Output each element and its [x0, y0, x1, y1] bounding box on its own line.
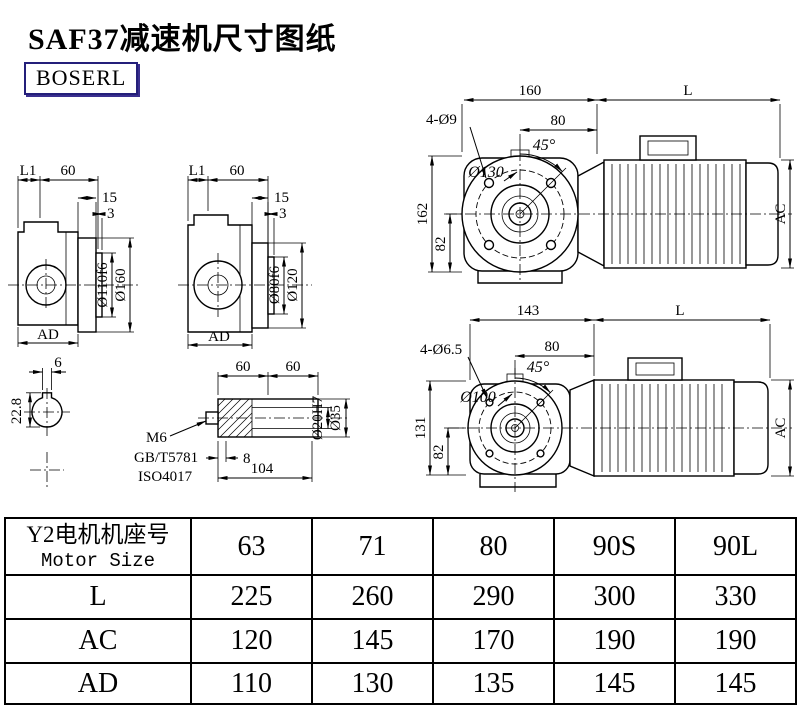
dim-boredia-label: Ø20H7: [310, 395, 326, 440]
table-header-row: Y2电机机座号 Motor Size 63 71 80 90S 90L: [4, 517, 797, 576]
dim-15-label: 15: [274, 190, 289, 206]
cell-L-80: 290: [432, 574, 555, 620]
dim-45deg-label: 45°: [533, 137, 556, 154]
dim-60-label: 60: [230, 163, 245, 179]
dim-15-label: 15: [102, 190, 117, 206]
fan-cowl: [733, 381, 769, 475]
cell-AD-71: 130: [311, 662, 434, 705]
dim-holes-label: 4-Ø9: [426, 112, 457, 128]
cell-AD-90L: 145: [674, 662, 797, 705]
cell-AD-90S: 145: [553, 662, 676, 705]
table-row: L 225 260 290 300 330: [4, 574, 797, 620]
flange-front-view-large: 160 L 4-Ø9 80 45° Ø130 162 82 AC: [415, 83, 794, 284]
dim-82-label: 82: [433, 237, 449, 252]
thread-callout: M6: [146, 430, 167, 446]
dim-L1-label: L1: [189, 163, 206, 179]
table-row: AD 110 130 135 145 145: [4, 662, 797, 705]
cell-AD-80: 135: [432, 662, 555, 705]
shaft-detail-view: 60 60 M6 GB/T5781 ISO4017 8 104 Ø20H7 Ø3…: [134, 359, 350, 485]
dim-143-label: 143: [517, 303, 540, 319]
dim-AC-label: AC: [773, 418, 789, 439]
cell-AC-63: 120: [190, 618, 313, 664]
dimension-table: Y2电机机座号 Motor Size 63 71 80 90S 90L L 22…: [4, 517, 797, 705]
dim-flangeod-label: Ø160: [113, 268, 129, 301]
side-view-large: L1 60 15 3 Ø110f6 Ø160 AD: [8, 163, 140, 347]
dim-160-label: 160: [519, 83, 542, 99]
dim-3-label: 3: [279, 206, 287, 222]
dim-60b-label: 60: [286, 359, 301, 375]
dim-60a-label: 60: [236, 359, 251, 375]
side-view-small: L1 60 15 3 Ø80f6 Ø120 AD: [178, 163, 312, 349]
size-63: 63: [190, 517, 313, 576]
brand-logo-text: BOSERL: [36, 65, 127, 90]
dim-80-label: 80: [545, 339, 560, 355]
dim-boltcircle-label: Ø100: [459, 389, 496, 406]
cell-L-63: 225: [190, 574, 313, 620]
dim-82-label: 82: [431, 445, 447, 460]
size-90S: 90S: [553, 517, 676, 576]
dim-3-label: 3: [107, 206, 115, 222]
dim-flangeod-label: Ø120: [285, 268, 301, 301]
technical-drawing: 160 L 4-Ø9 80 45° Ø130 162 82 AC: [8, 83, 794, 492]
bore-section-view: 6 22.8: [9, 355, 70, 488]
dim-keyheight-label: 22.8: [9, 398, 25, 424]
cell-AD-63: 110: [190, 662, 313, 705]
dim-keywidth-label: 6: [54, 355, 62, 371]
dim-pilot-label: Ø110f6: [95, 262, 111, 308]
dim-AD-label: AD: [208, 329, 230, 345]
row-label-L: L: [4, 574, 192, 620]
brand-logo: BOSERL: [24, 62, 139, 95]
terminal-box: [639, 135, 697, 161]
dim-boltcircle-label: Ø130: [467, 164, 504, 181]
standard-iso-label: ISO4017: [138, 469, 193, 485]
dim-80-label: 80: [551, 113, 566, 129]
dim-162-label: 162: [415, 203, 431, 226]
motor-size-header-cn: Y2电机机座号: [26, 521, 170, 547]
row-label-AD: AD: [4, 662, 192, 705]
flange-front-view-small: 143 L 4-Ø6.5 80 45° Ø100 131 82 AC: [413, 303, 794, 492]
cell-AC-90L: 190: [674, 618, 797, 664]
dim-60-label: 60: [61, 163, 76, 179]
size-90L: 90L: [674, 517, 797, 576]
cell-AC-90S: 190: [553, 618, 676, 664]
dim-131-label: 131: [413, 417, 429, 440]
dim-L-label: L: [675, 303, 684, 319]
cell-L-90S: 300: [553, 574, 676, 620]
dim-hubdia-label: Ø35: [328, 405, 344, 431]
dim-pilot-label: Ø80f6: [267, 265, 283, 304]
dim-45deg-label: 45°: [527, 359, 550, 376]
section-hatching: [217, 398, 253, 438]
cell-L-71: 260: [311, 574, 434, 620]
cell-L-90L: 330: [674, 574, 797, 620]
dim-AD-label: AD: [37, 327, 59, 343]
table-row: AC 120 145 170 190 190: [4, 618, 797, 664]
cell-AC-80: 170: [432, 618, 555, 664]
dim-AC-label: AC: [773, 204, 789, 225]
motor-size-header: Y2电机机座号 Motor Size: [4, 517, 192, 576]
standard-gb-label: GB/T5781: [134, 450, 198, 466]
fan-cowl: [745, 162, 779, 266]
motor-size-header-en: Motor Size: [40, 549, 156, 572]
row-label-AC: AC: [4, 618, 192, 664]
dim-104-label: 104: [251, 461, 274, 477]
page-title: SAF37减速机尺寸图纸: [28, 23, 337, 56]
flange-pilot: [267, 256, 275, 315]
size-80: 80: [432, 517, 555, 576]
cell-AC-71: 145: [311, 618, 434, 664]
terminal-box: [627, 357, 683, 381]
dim-L-label: L: [683, 83, 692, 99]
dim-L1-label: L1: [20, 163, 37, 179]
dim-holes-label: 4-Ø6.5: [420, 342, 462, 358]
dim-8-label: 8: [243, 451, 251, 467]
output-flange: [251, 242, 269, 329]
size-71: 71: [311, 517, 434, 576]
